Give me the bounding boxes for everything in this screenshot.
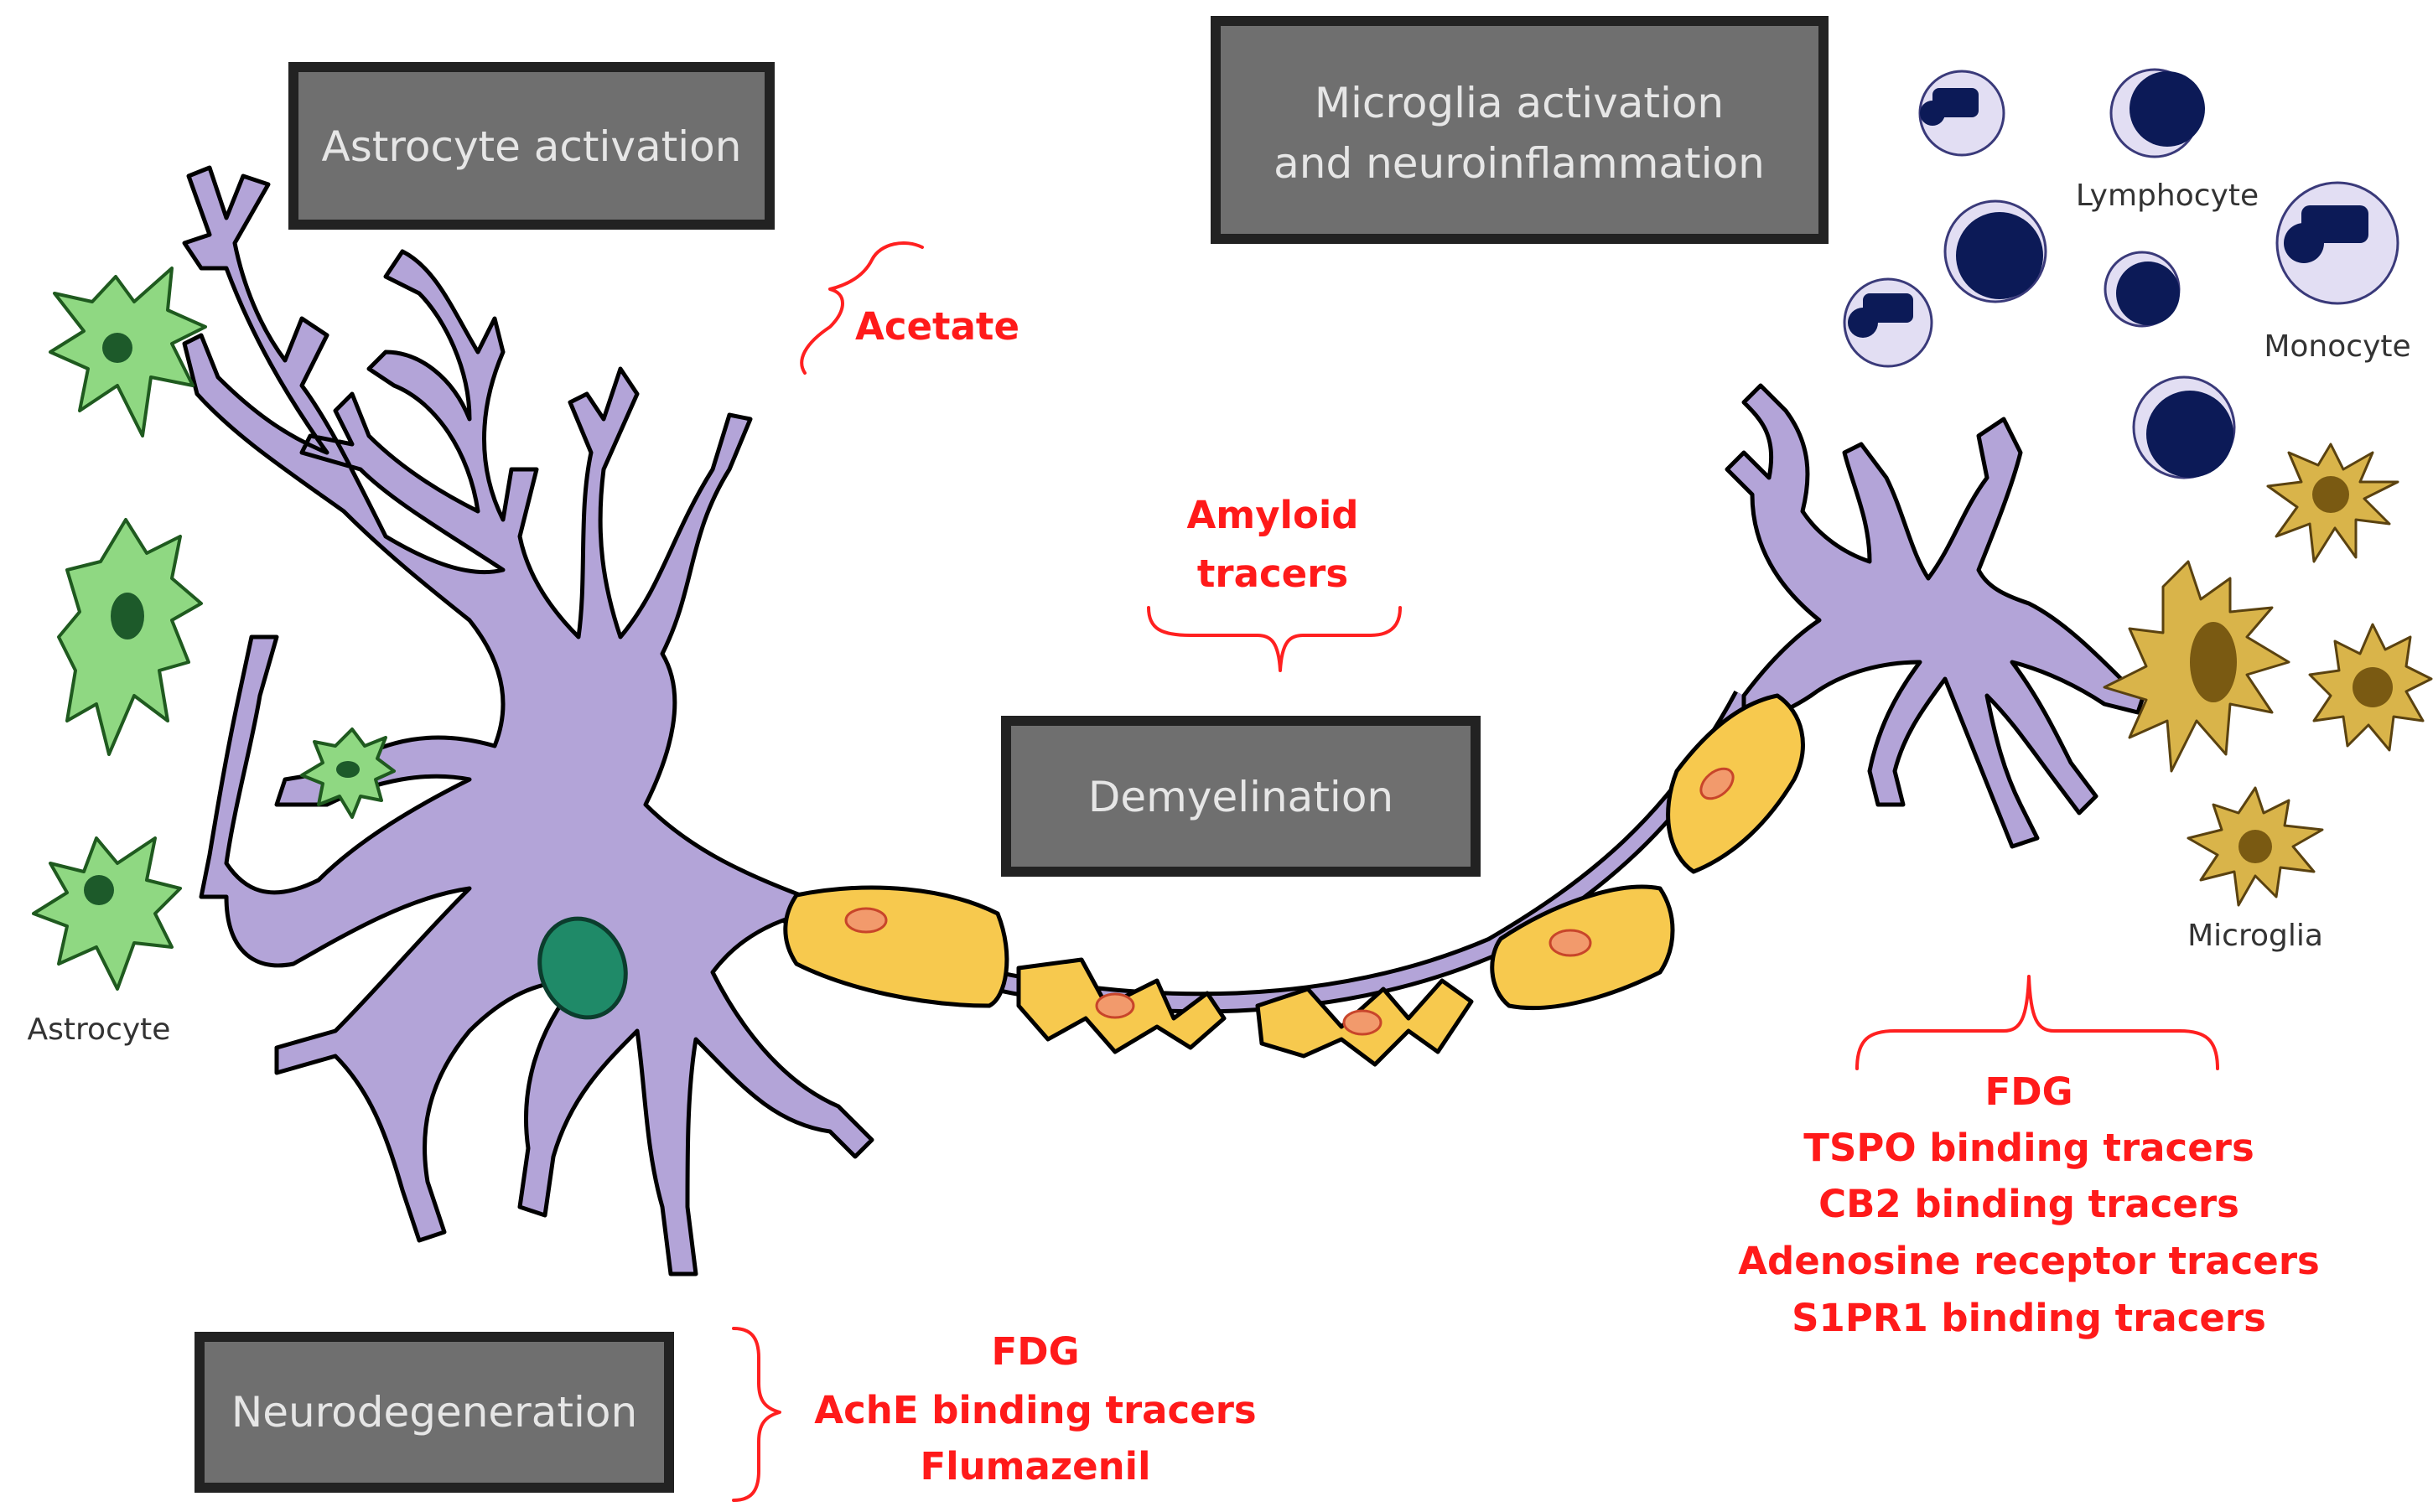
neuron-soma	[182, 165, 874, 1276]
lymphocyte-cell	[2109, 68, 2205, 158]
astrocyte-cell	[32, 836, 182, 991]
neuron	[182, 165, 2149, 1276]
demyelination-box: Demyelination	[1001, 716, 1481, 877]
neuron-nucleus	[537, 916, 628, 1020]
amyloid-brace	[1147, 606, 1402, 672]
lymphocyte-label: Lymphocyte	[2076, 179, 2259, 213]
neurodegeneration-box: Neurodegeneration	[195, 1332, 674, 1493]
microglia-cell	[2103, 560, 2290, 773]
astrocyte-label: Astrocyte	[28, 1012, 171, 1047]
microglia-cell	[2308, 623, 2433, 752]
monocyte-cell	[1918, 70, 2005, 157]
microglia-activation-label-line1: Microglia activation	[1315, 79, 1724, 127]
microglia-activation-box: Microglia activation and neuroinflammati…	[1211, 16, 1829, 244]
astrocyte-cell	[49, 267, 207, 438]
axon-terminal	[1725, 383, 2149, 849]
lymphocyte-cell	[1943, 199, 2047, 303]
microglia-tracer-item: Adenosine receptor tracers	[1738, 1239, 2320, 1283]
neurodegeneration-tracers-brace	[732, 1327, 781, 1502]
amyloid-tracer-line2: tracers	[1197, 551, 1348, 596]
myelin-sheath	[1666, 693, 1805, 874]
astrocyte-cell	[57, 518, 203, 756]
astrocyte-activation-box: Astrocyte activation	[288, 62, 775, 230]
neurodegeneration-tracer-item: Flumazenil	[920, 1444, 1150, 1489]
microglia-tracer-item: TSPO binding tracers	[1803, 1126, 2254, 1170]
lymphocyte-cell	[2104, 251, 2181, 328]
acetate-brace	[800, 241, 924, 375]
microglia-tracer-item: S1PR1 binding tracers	[1792, 1296, 2266, 1340]
myelin-sheath	[783, 885, 1009, 1008]
astrocyte-activation-label: Astrocyte activation	[322, 122, 742, 171]
demyelination-label: Demyelination	[1088, 773, 1393, 821]
microglia-cells	[2103, 443, 2433, 907]
microglia-activation-label-line2: and neuroinflammation	[1274, 139, 1765, 188]
microglia-label: Microglia	[2187, 919, 2323, 953]
neurodegeneration-tracer-item: AchE binding tracers	[814, 1388, 1256, 1432]
neurodegeneration-label: Neurodegeneration	[231, 1388, 637, 1437]
microglia-tracer-item: FDG	[1984, 1069, 2072, 1114]
acetate-tracer: Acetate	[855, 304, 1019, 349]
lymphocyte-cell	[2132, 375, 2236, 479]
immune-cells	[1843, 68, 2399, 479]
monocyte-label: Monocyte	[2264, 329, 2410, 364]
microglia-tracers-brace	[1855, 975, 2219, 1070]
microglia-cell	[2187, 786, 2324, 907]
microglia-cell	[2266, 443, 2399, 563]
microglia-tracer-item: CB2 binding tracers	[1818, 1182, 2239, 1226]
monocyte-cell	[1843, 277, 1933, 368]
neurodegeneration-tracer-item: FDG	[991, 1329, 1079, 1374]
amyloid-tracer-line1: Amyloid	[1186, 493, 1358, 537]
astrocytes	[32, 267, 396, 991]
astrocyte-cell	[300, 728, 396, 819]
monocyte-cell	[2275, 181, 2399, 305]
